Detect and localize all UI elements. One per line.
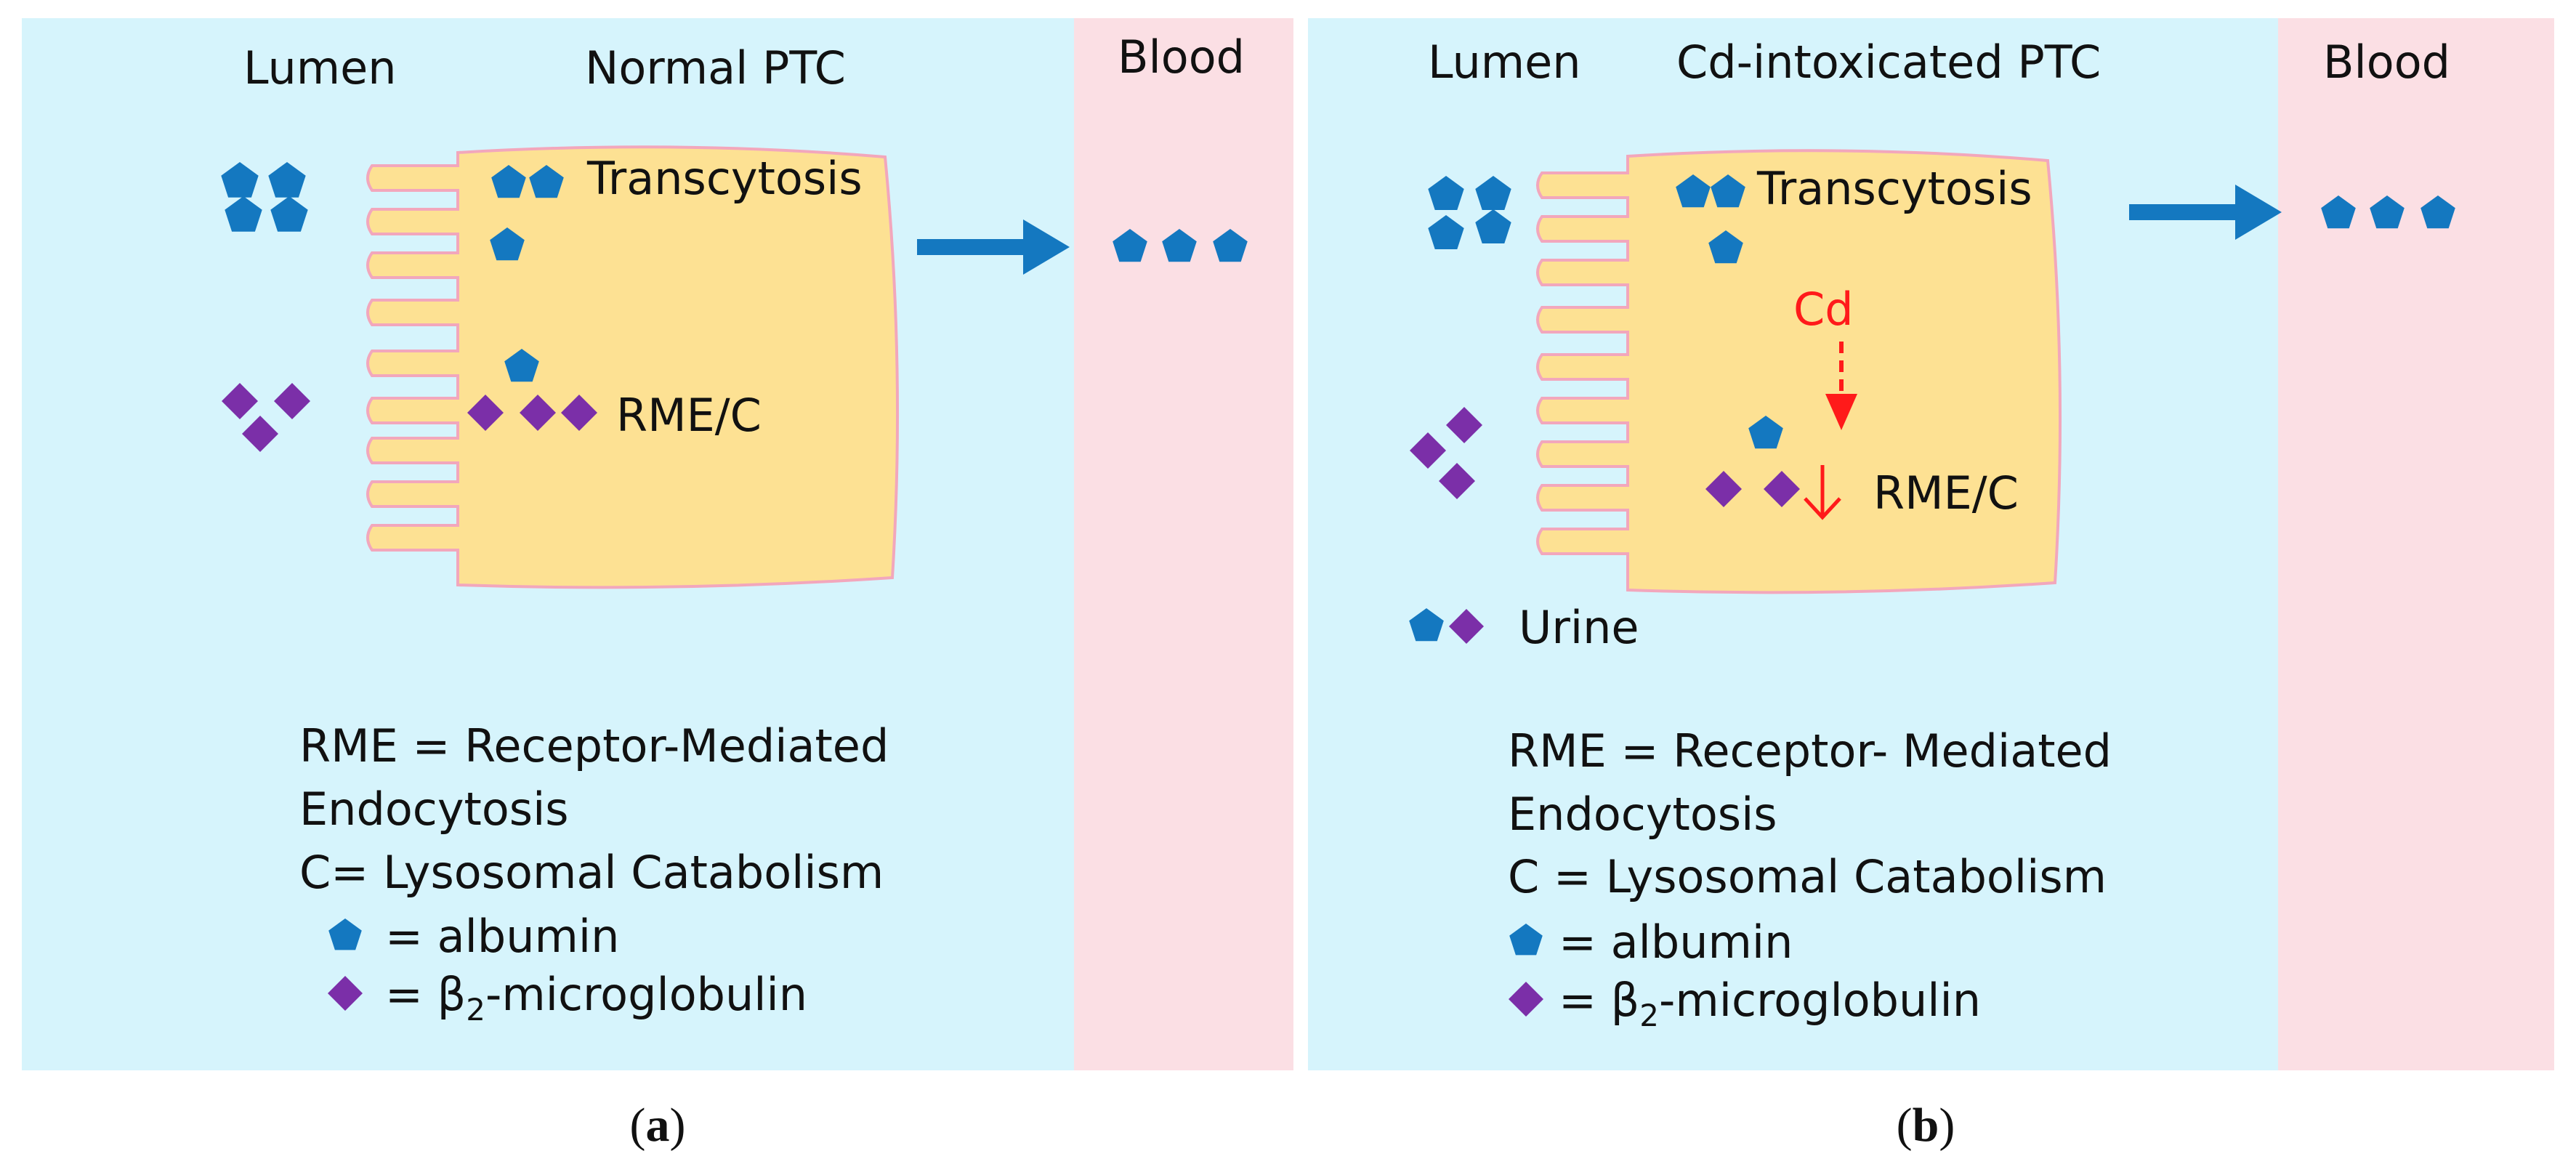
panel-a-caption: (a) bbox=[630, 1099, 686, 1152]
b2m-icon bbox=[1764, 471, 1800, 507]
albumin-icon bbox=[1708, 230, 1743, 264]
albumin-icon bbox=[1711, 174, 1745, 208]
panel-b: Lumen Cd-intoxicated PTC Blood Transcyto… bbox=[1308, 18, 2554, 1152]
albumin-icon bbox=[1475, 209, 1511, 243]
legend-b2m-label: = β2-microglobulin bbox=[385, 968, 807, 1027]
legend-albumin-icon bbox=[1509, 924, 1543, 956]
b2m-icon bbox=[274, 383, 310, 419]
legend-endocytosis-line: Endocytosis bbox=[1508, 788, 1777, 841]
arrow-down-icon bbox=[1804, 465, 1841, 520]
albumin-icon bbox=[504, 349, 539, 382]
panel-b-caption: (b) bbox=[1897, 1099, 1955, 1152]
b2m-icon bbox=[222, 383, 258, 419]
b2m-icon bbox=[1439, 463, 1475, 499]
albumin-icon bbox=[1676, 174, 1711, 208]
legend-albumin-label: = albumin bbox=[1559, 916, 1793, 969]
albumin-icon bbox=[1475, 176, 1511, 210]
albumin-icon bbox=[2321, 195, 2356, 229]
legend-b2m-label: = β2-microglobulin bbox=[1559, 974, 1981, 1033]
panel-b-urine-label: Urine bbox=[1519, 601, 1639, 654]
legend-b2m-icon bbox=[1509, 982, 1543, 1017]
albumin-icon bbox=[1162, 229, 1197, 262]
panel-a: Lumen Normal PTC Blood Transcytosis RME/… bbox=[22, 18, 1293, 1152]
panel-b-blood-region bbox=[2278, 18, 2554, 1070]
legend-endocytosis-line: Endocytosis bbox=[299, 783, 569, 836]
panel-a-blood-region bbox=[1074, 18, 1293, 1070]
panel-b-legend: RME = Receptor- Mediated Endocytosis C =… bbox=[1508, 724, 2112, 1033]
albumin-icon bbox=[491, 165, 526, 198]
b2m-icon bbox=[1449, 609, 1484, 644]
albumin-icon bbox=[270, 196, 308, 232]
legend-rme-line: RME = Receptor-Mediated bbox=[299, 719, 889, 772]
albumin-icon bbox=[1428, 176, 1464, 210]
b2m-icon bbox=[1705, 471, 1742, 507]
arrow-right-icon bbox=[2129, 185, 2282, 240]
albumin-icon bbox=[225, 196, 262, 232]
albumin-icon bbox=[1409, 608, 1444, 642]
arrow-right-icon bbox=[917, 219, 1070, 275]
panel-a-cell-label: Normal PTC bbox=[585, 41, 846, 94]
albumin-icon bbox=[1748, 416, 1783, 449]
legend-catabolism-line: C = Lysosomal Catabolism bbox=[1508, 850, 2107, 903]
panel-b-transcytosis-label: Transcytosis bbox=[1756, 162, 2032, 215]
legend-albumin-label: = albumin bbox=[385, 910, 619, 963]
b2m-icon bbox=[561, 395, 597, 431]
panel-a-transcytosis-label: Transcytosis bbox=[586, 152, 863, 205]
albumin-icon bbox=[221, 162, 259, 198]
b2m-icon bbox=[1410, 432, 1446, 469]
panel-a-legend: RME = Receptor-Mediated Endocytosis C= L… bbox=[299, 719, 889, 1027]
albumin-icon bbox=[2370, 195, 2405, 229]
panel-b-blood-label: Blood bbox=[2323, 36, 2450, 89]
panel-b-lumen-label: Lumen bbox=[1428, 36, 1581, 89]
panel-b-cell-label: Cd-intoxicated PTC bbox=[1676, 36, 2101, 89]
albumin-icon bbox=[268, 162, 306, 198]
b2m-icon bbox=[520, 395, 556, 431]
panel-a-blood-label: Blood bbox=[1118, 31, 1245, 84]
panel-a-rmec-label: RME/C bbox=[616, 389, 762, 442]
panel-b-cd-label: Cd bbox=[1793, 283, 1854, 336]
panel-a-lumen-label: Lumen bbox=[243, 41, 397, 94]
albumin-icon bbox=[1113, 229, 1147, 262]
albumin-icon bbox=[490, 227, 525, 261]
albumin-icon bbox=[2420, 195, 2455, 229]
legend-albumin-icon bbox=[328, 918, 362, 950]
panel-b-rmec-label: RME/C bbox=[1873, 467, 2019, 520]
b2m-icon bbox=[1446, 407, 1482, 443]
legend-catabolism-line: C= Lysosomal Catabolism bbox=[299, 846, 884, 899]
albumin-icon bbox=[1428, 215, 1464, 249]
albumin-icon bbox=[1213, 229, 1248, 262]
b2m-icon bbox=[242, 416, 278, 452]
albumin-icon bbox=[529, 165, 564, 198]
panel-b-proximal-tubule-cell bbox=[1536, 149, 2062, 594]
legend-rme-line: RME = Receptor- Mediated bbox=[1508, 724, 2112, 778]
legend-b2m-icon bbox=[328, 976, 363, 1011]
b2m-icon bbox=[467, 395, 504, 431]
dashed-arrow-down-icon bbox=[1825, 342, 1857, 430]
